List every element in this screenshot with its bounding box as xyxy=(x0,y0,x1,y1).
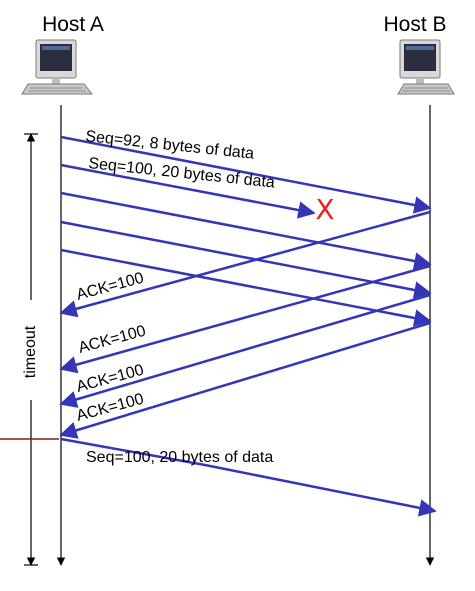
host-a-label: Host A xyxy=(42,13,104,36)
segment-5-arrow xyxy=(60,248,432,327)
desktop-computer-icon xyxy=(21,39,94,95)
ack-3-arrow xyxy=(59,293,431,408)
segment-4-arrow xyxy=(60,220,432,299)
retransmit-arrow xyxy=(60,437,437,517)
retransmit-label: Seq=100, 20 bytes of data xyxy=(86,449,273,466)
ack-2-label: ACK=100 xyxy=(77,323,148,357)
desktop-computer-icon xyxy=(397,39,455,95)
segment-seq100-lost-arrow xyxy=(60,163,316,219)
host-b-label: Host B xyxy=(383,13,446,36)
ack-4-arrow xyxy=(59,321,431,439)
ack-2-arrow xyxy=(59,264,431,374)
ack-1-arrow xyxy=(59,210,431,318)
segment-seq92-arrow xyxy=(60,135,432,214)
loss-mark: X xyxy=(315,193,334,226)
segment-3-arrow xyxy=(60,191,432,270)
timeout-label: timeout xyxy=(22,325,39,378)
